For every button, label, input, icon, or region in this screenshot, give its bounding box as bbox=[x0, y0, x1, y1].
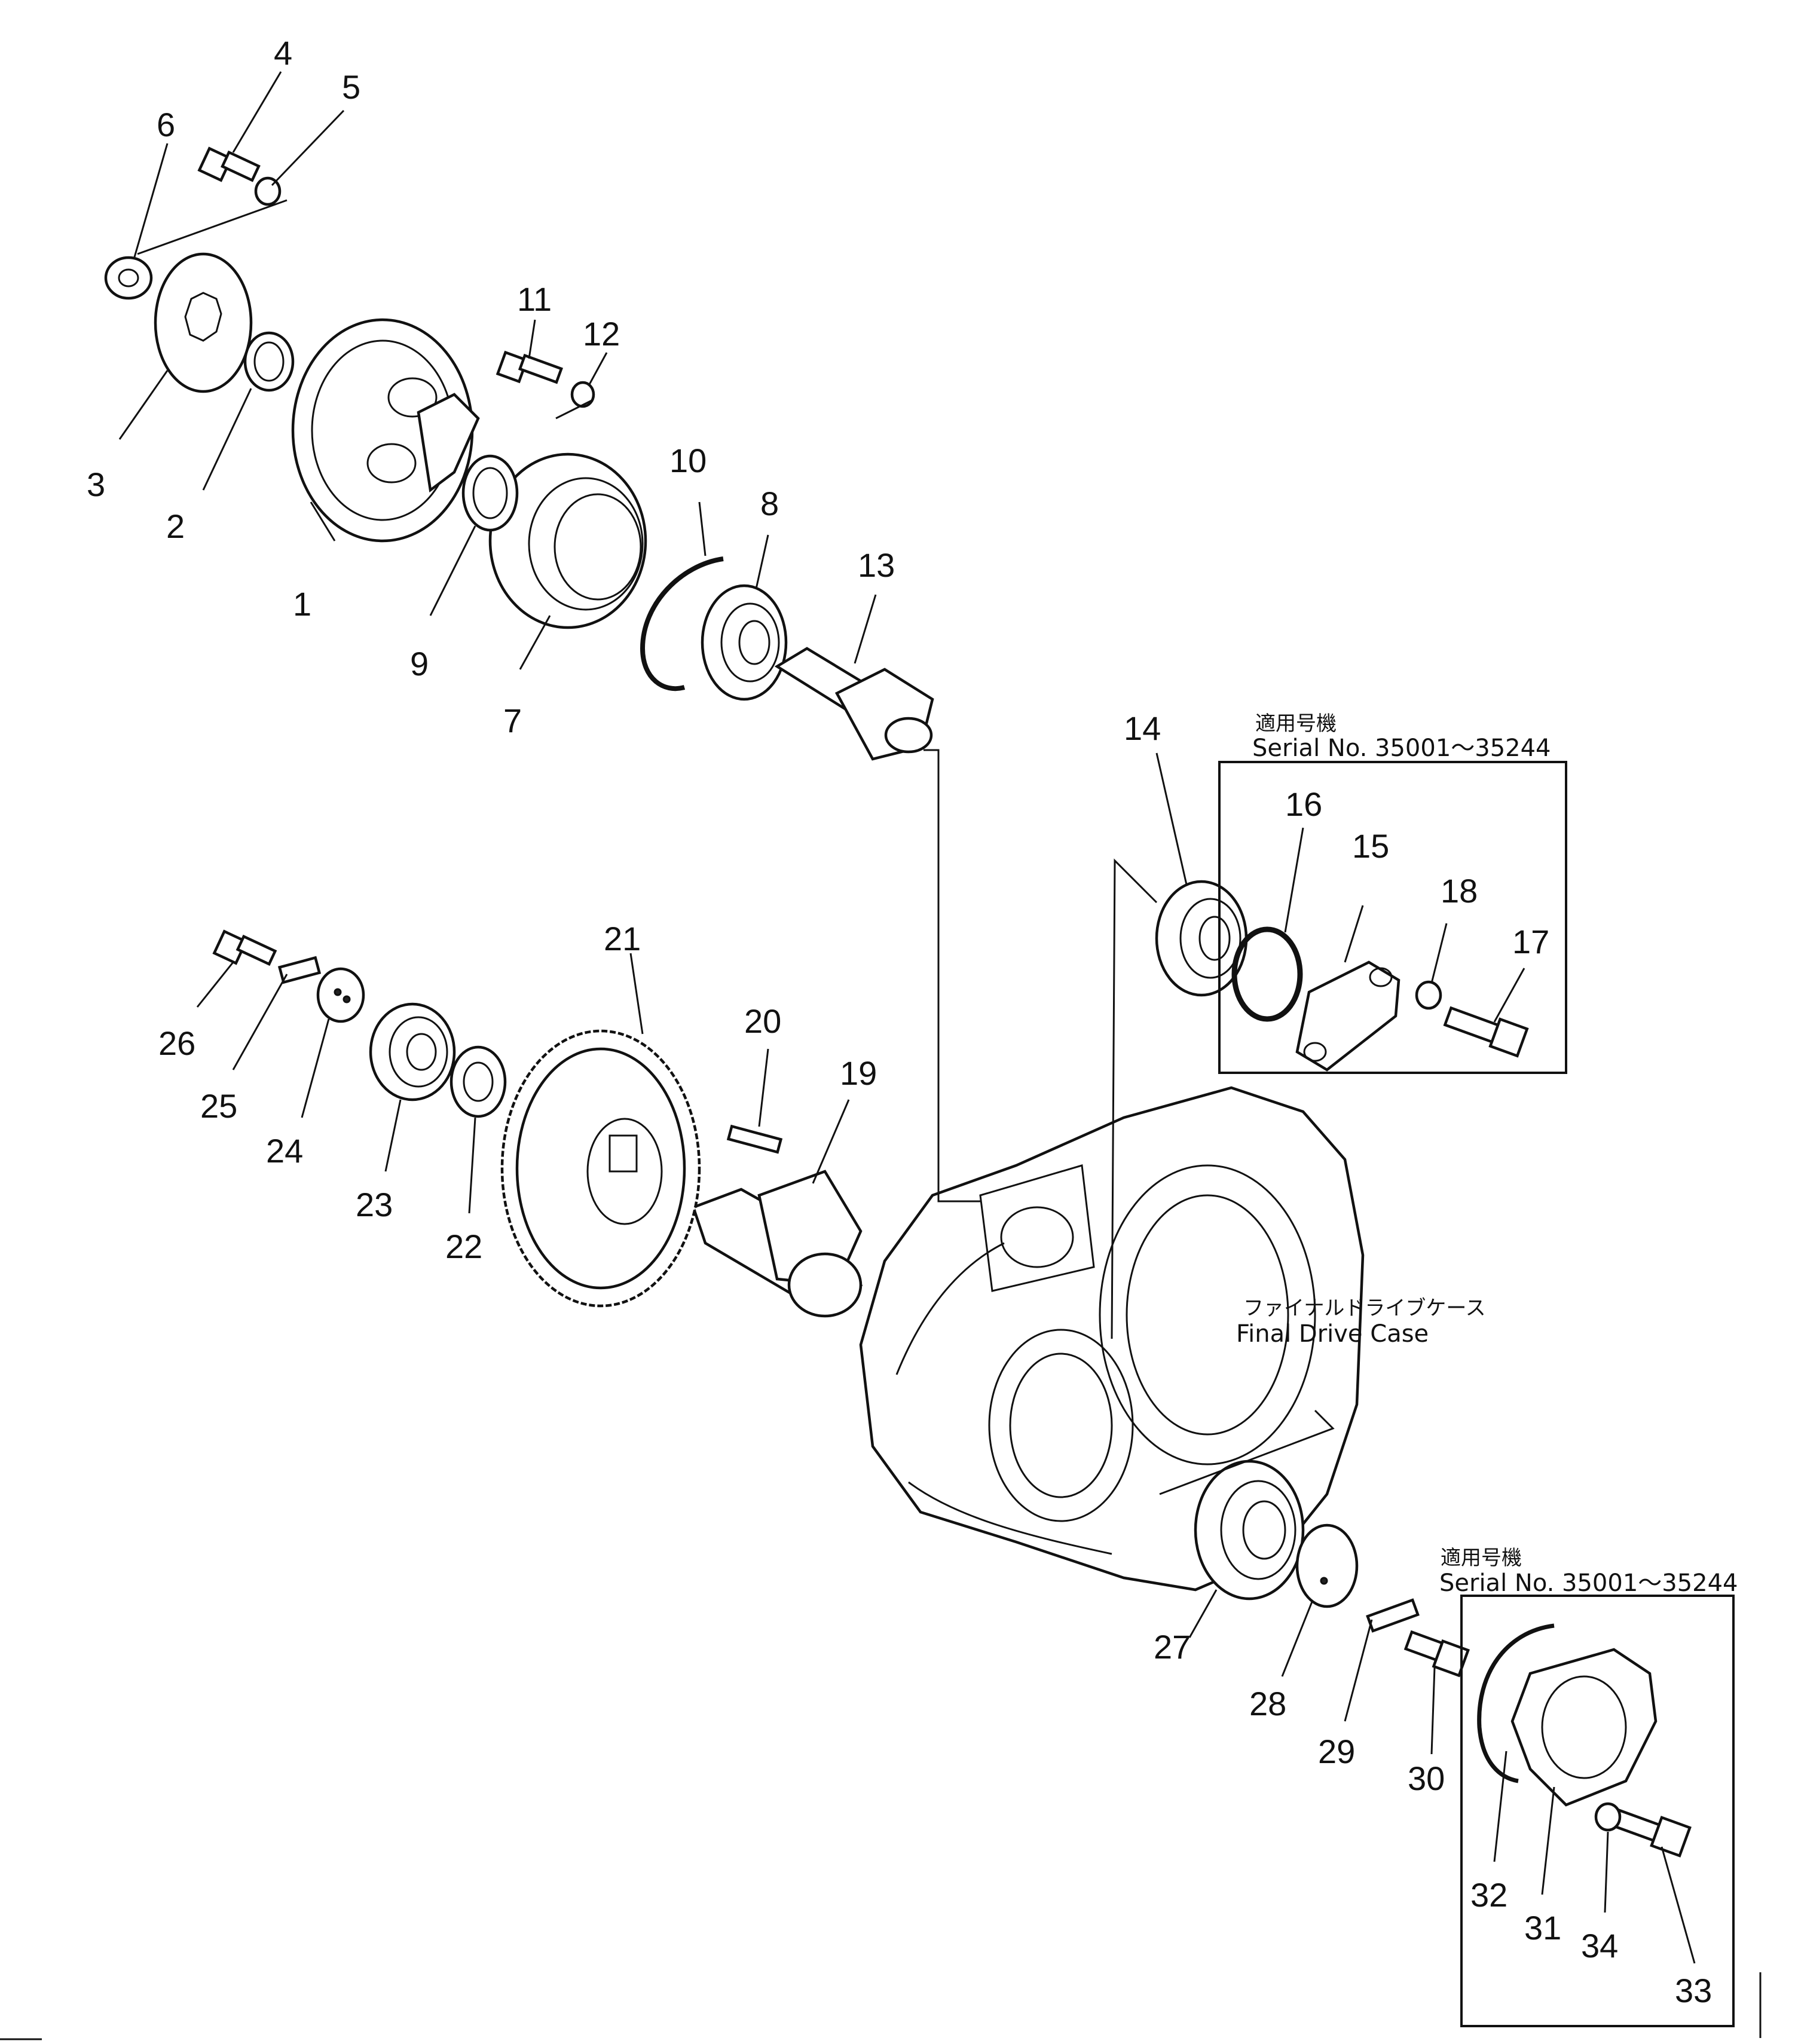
callout-24: 24 bbox=[266, 1132, 303, 1170]
part-32-o-ring bbox=[1477, 1623, 1555, 1783]
callout-34: 34 bbox=[1581, 1927, 1618, 1965]
part-21-large-gear bbox=[500, 1029, 701, 1308]
part-20-key bbox=[726, 1124, 783, 1154]
callout-32: 32 bbox=[1470, 1876, 1507, 1914]
callout-14: 14 bbox=[1124, 709, 1161, 747]
callout-17: 17 bbox=[1512, 923, 1549, 960]
callout-3: 3 bbox=[87, 466, 105, 503]
part-16-o-ring bbox=[1231, 926, 1303, 1022]
callout-21: 21 bbox=[604, 920, 641, 957]
callout-15: 15 bbox=[1352, 827, 1389, 865]
part-23-bearing bbox=[369, 1002, 456, 1101]
callout-5: 5 bbox=[342, 68, 360, 106]
part-6-nut bbox=[104, 256, 153, 300]
callout-6: 6 bbox=[157, 106, 175, 143]
part-25-lock-plate bbox=[277, 956, 322, 984]
callout-1: 1 bbox=[293, 585, 311, 623]
callout-28: 28 bbox=[1249, 1685, 1286, 1722]
part-17-bolt bbox=[1443, 1006, 1529, 1058]
part-2-seal bbox=[243, 331, 295, 392]
callout-25: 25 bbox=[200, 1087, 237, 1125]
part-13-pinion-shaft bbox=[774, 647, 934, 761]
part-9-seal bbox=[461, 454, 519, 532]
callout-13: 13 bbox=[858, 546, 895, 584]
callout-33: 33 bbox=[1675, 1972, 1712, 2009]
part-3-splined-plate bbox=[154, 252, 253, 393]
part-1-flange-housing bbox=[291, 318, 480, 543]
part-30-bolt bbox=[1403, 1630, 1470, 1678]
callout-20: 20 bbox=[744, 1002, 781, 1040]
callout-7: 7 bbox=[503, 702, 522, 739]
callout-22: 22 bbox=[445, 1228, 482, 1265]
callout-9: 9 bbox=[410, 645, 429, 683]
serial-box-upper-en: Serial No. 35001～35244 bbox=[1252, 735, 1551, 762]
part-24-cap bbox=[316, 967, 365, 1023]
part-31-lug-cover bbox=[1510, 1648, 1658, 1807]
part-10-snap-ring bbox=[640, 556, 724, 691]
part-22-spacer bbox=[449, 1045, 507, 1118]
callout-numbers: 1 2 3 4 5 6 7 8 9 10 11 12 13 14 15 16 1… bbox=[87, 34, 1712, 2009]
callout-31: 31 bbox=[1524, 1909, 1561, 1947]
part-29-lock-plate bbox=[1366, 1598, 1420, 1633]
part-28-cover bbox=[1295, 1523, 1359, 1608]
callout-18: 18 bbox=[1441, 872, 1478, 910]
callout-2: 2 bbox=[166, 507, 185, 545]
part-19-gear-shaft bbox=[692, 1170, 863, 1318]
part-26-bolt bbox=[212, 929, 277, 966]
callout-16: 16 bbox=[1285, 785, 1322, 823]
serial-box-upper-jp: 適用号機 bbox=[1255, 712, 1337, 736]
callout-29: 29 bbox=[1318, 1733, 1355, 1770]
callout-19: 19 bbox=[840, 1054, 877, 1092]
part-4-bolt bbox=[197, 146, 261, 182]
callout-11: 11 bbox=[517, 280, 552, 318]
serial-box-lower-jp: 適用号機 bbox=[1441, 1546, 1522, 1570]
callout-10: 10 bbox=[669, 442, 707, 479]
part-15-bracket bbox=[1295, 960, 1400, 1072]
part-12-washer bbox=[570, 381, 595, 408]
callout-8: 8 bbox=[760, 485, 779, 522]
part-7-bearing-cage bbox=[488, 452, 647, 629]
serial-box-lower-en: Serial No. 35001～35244 bbox=[1439, 1569, 1738, 1597]
callout-23: 23 bbox=[356, 1186, 393, 1223]
part-11-bolt bbox=[496, 350, 563, 384]
callout-30: 30 bbox=[1408, 1760, 1445, 1797]
part-33-bolt bbox=[1610, 1808, 1692, 1858]
callout-27: 27 bbox=[1154, 1628, 1191, 1666]
part-27-bearing bbox=[1194, 1459, 1305, 1601]
part-18-washer bbox=[1415, 980, 1442, 1010]
leader-lines bbox=[118, 71, 1696, 1964]
callout-12: 12 bbox=[583, 315, 620, 353]
serial-box-upper bbox=[1218, 761, 1567, 1074]
callout-4: 4 bbox=[274, 34, 292, 72]
case-label-jp: ファイナルドライブケース bbox=[1243, 1296, 1486, 1320]
serial-box-lower bbox=[1460, 1595, 1735, 2027]
part-8-bearing bbox=[701, 584, 788, 701]
case-label-en: Final Drive Case bbox=[1236, 1320, 1429, 1348]
assembly-lines bbox=[137, 199, 1335, 1495]
part-34-washer bbox=[1594, 1802, 1622, 1832]
callout-26: 26 bbox=[158, 1024, 195, 1062]
